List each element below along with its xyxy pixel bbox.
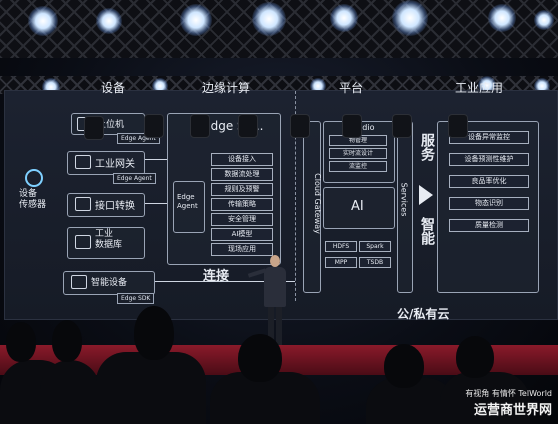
app-item: 设备预测性维护 [449,153,529,166]
storage-item: HDFS [325,241,357,252]
edge-agent-label: Edge Agent [177,193,198,210]
cloud-gateway-box [303,121,321,293]
app-item: 质量检测 [449,219,529,232]
device-box-database [67,227,145,259]
edge-item: 规则及预警 [211,183,273,196]
stage-light [392,0,428,36]
device-gateway-tag: Edge Agent [113,173,156,184]
lower-truss [0,76,558,94]
studio-item: 实时流设计 [329,148,387,159]
section-platform: 平台 [339,81,364,95]
stage-lamp [392,114,412,138]
device-host-label: 上位机 [97,120,125,130]
stage-light [96,8,122,34]
section-apps: 工业应用 [455,81,504,95]
edge-item: 传输策略 [211,198,273,211]
storage-item: MPP [325,257,357,268]
ai-box [323,187,395,229]
cloud-label: 公/私有云 [397,307,450,321]
arrow-line [145,159,167,160]
edge-item: AI模型 [211,228,273,241]
app-item: 良品率优化 [449,175,529,188]
ai-label: AI [351,199,364,214]
stage-lamp [84,116,104,140]
stage-light [478,76,496,94]
arrow-line [145,203,167,204]
device-sensor-label: 设备 传感器 [19,189,47,210]
services-label: Services [399,182,409,217]
divider [295,91,296,301]
stage-light [488,4,516,32]
sensor-icon [25,169,43,187]
audience-member [440,372,530,424]
audience-member [238,334,282,382]
device-host-tag: Edge Agent [117,133,160,144]
interface-icon [75,197,91,211]
smart-device-icon [71,275,87,289]
device-smart-tag: Edge SDK [117,293,155,304]
stage-light [28,6,58,36]
service-label: 服务 [419,133,435,161]
watermark-slogan: 有视角 有情怀 TelWorld [465,389,552,398]
device-smart-label: 智能设备 [91,278,128,288]
device-interface-label: 接口转换 [95,201,135,212]
stage-light [180,4,212,36]
watermark-site: 运营商世界网 [473,403,552,418]
app-item: 物态识别 [449,197,529,210]
gateway-icon [75,155,91,169]
cloud-gateway-label: Cloud Gateway [312,173,322,234]
storage-item: TSDB [359,257,391,268]
smart-label: 智能 [419,217,435,245]
edge-item: 设备接入 [211,153,273,166]
stage-lamp [290,114,310,138]
section-edge: 边缘计算 [202,81,251,95]
projection-screen: 设备 边缘计算 平台 工业应用 设备 传感器 上位机 Edge Agent 工业… [4,81,558,321]
device-database-label: 工业 数据库 [95,229,123,250]
device-gateway-label: 工业网关 [95,159,135,170]
section-devices: 设备 [101,81,126,95]
edge-item: 现场应用 [211,243,273,256]
audience-member [52,320,82,362]
speaker [247,255,288,350]
edge-item: 数据流处理 [211,168,273,181]
stage-lamp [238,114,258,138]
stage-lamp [448,114,468,138]
edge-item: 安全管理 [211,213,273,226]
edge-agent-box [173,181,205,233]
right-arrow-icon [419,185,433,205]
stage-light [252,2,286,36]
audience-member [96,352,206,424]
audience-member [384,344,424,388]
watermark: 有视角 有情怀 TelWorld 运营商世界网 [465,388,552,418]
stage-lamp [144,114,164,138]
stage-lamp [190,114,210,138]
connect-arrow [155,281,295,282]
stage-light [330,4,358,32]
stage-lamp [342,114,362,138]
stage-light [534,10,554,30]
audience-member [456,336,494,378]
audience-member [40,360,100,424]
audience-member [134,306,174,360]
connect-label: 连接 [203,269,230,284]
audience-member [6,322,36,362]
database-icon [75,235,91,249]
studio-item: 流监控 [329,161,387,172]
storage-item: Spark [359,241,391,252]
